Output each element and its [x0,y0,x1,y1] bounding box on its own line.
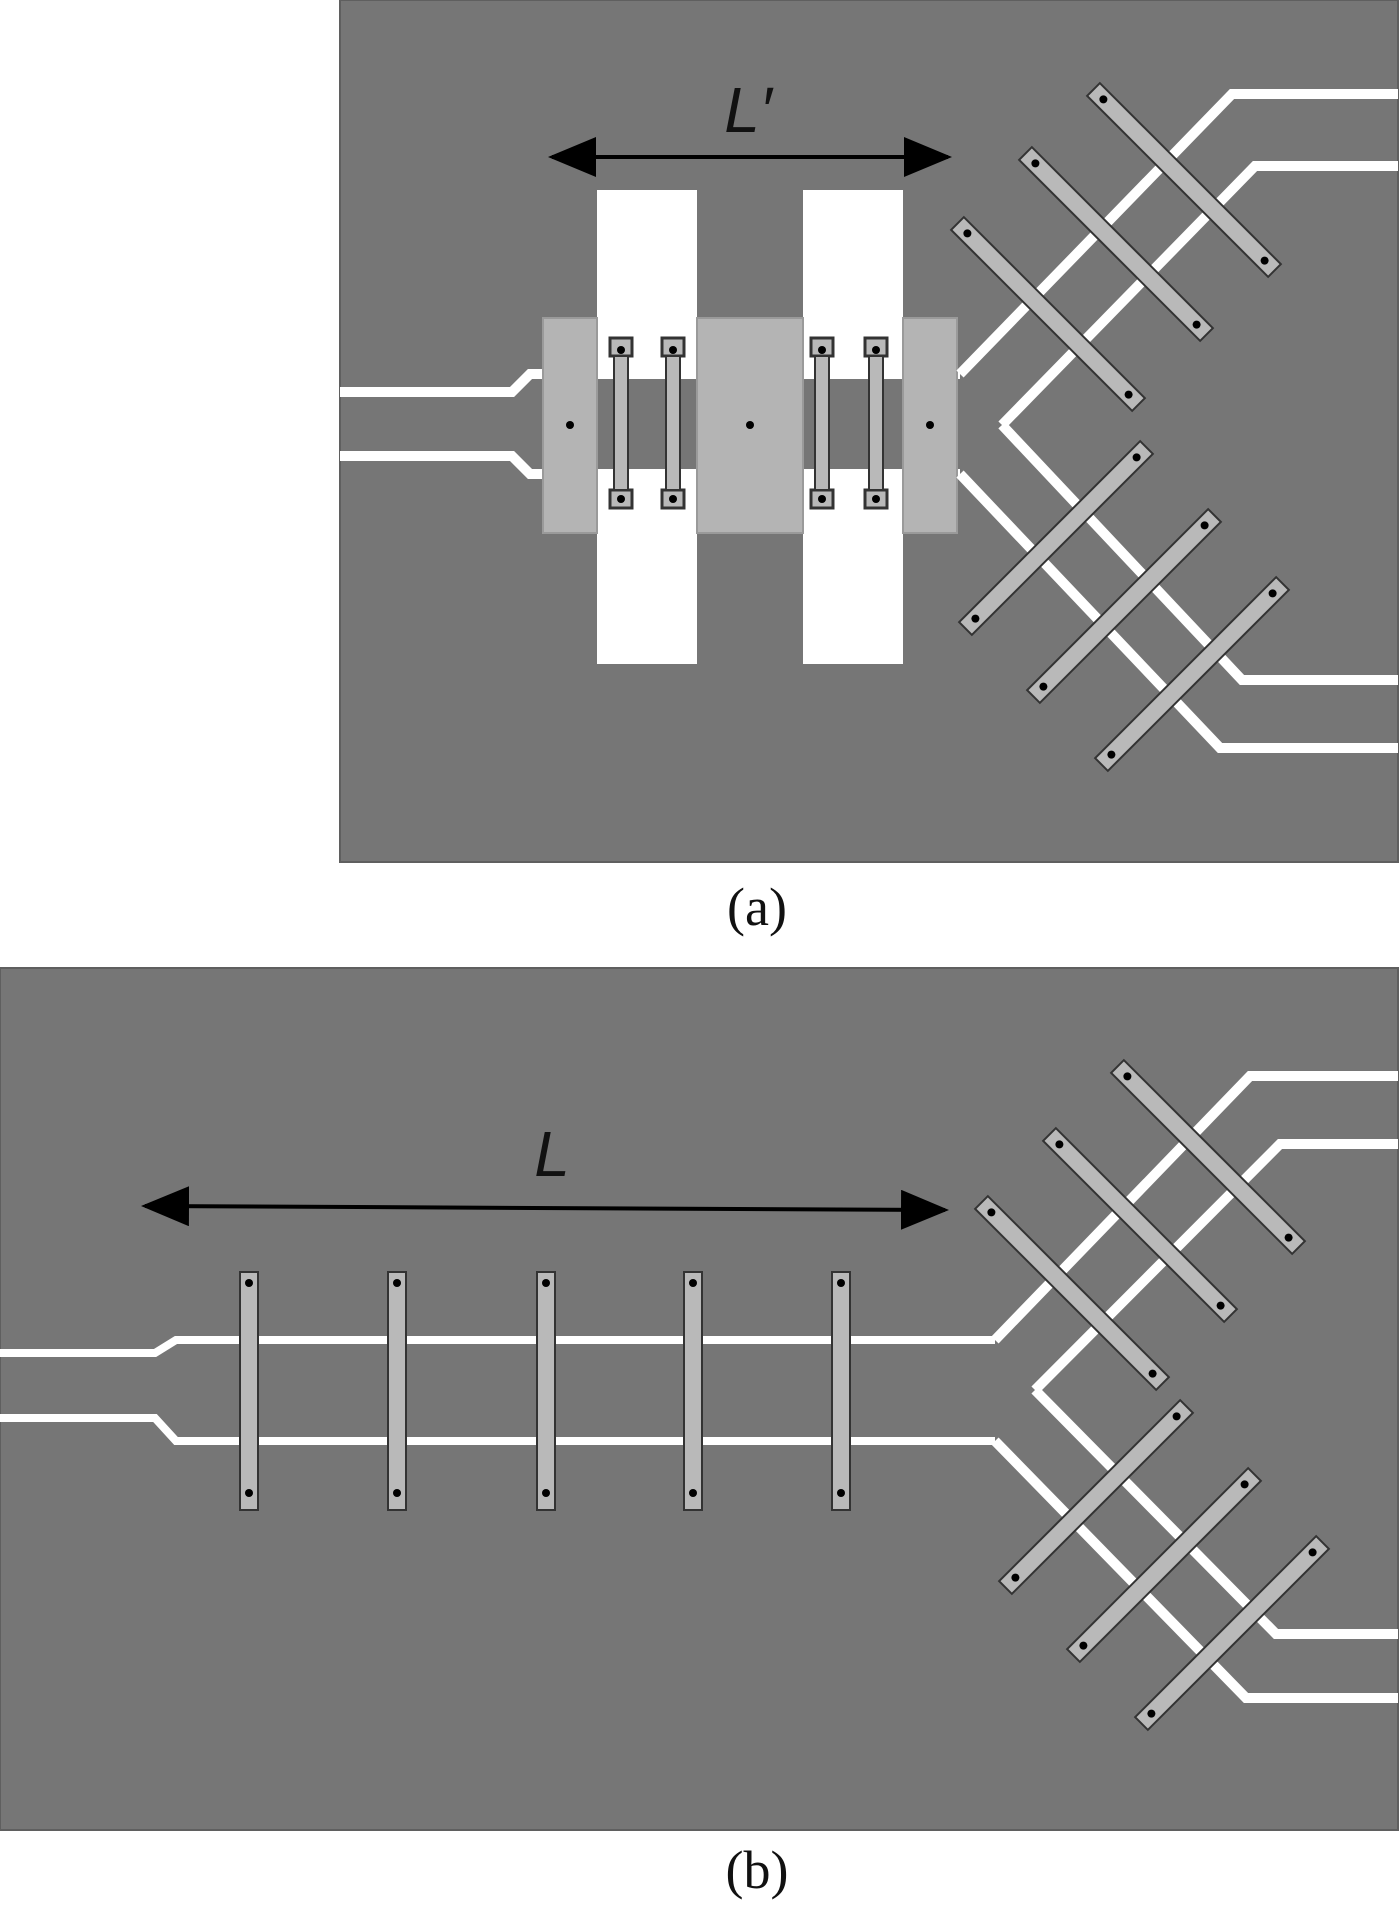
panel-a-cross-bridges-lower [957,439,1291,773]
panel-b-bridge-1 [239,1271,259,1511]
panel-b-output-trace-1 [991,1071,1398,1344]
panel-a-via-right [926,421,934,429]
panel-b-trace-top [0,1336,995,1357]
panel-a-bridge-4 [863,336,889,510]
panel-a-bridge-1 [608,336,634,510]
panel-a-output-trace-4 [956,470,1398,753]
panel-b-cross-bridges-lower [997,1398,1331,1732]
panel-b: L [0,967,1399,1831]
panel-b-output-trace-2 [1031,1139,1398,1394]
panel-b-cross-bridges-upper [973,1058,1307,1392]
panel-b-bridge-5 [831,1271,851,1511]
panel-b-bridge-4 [683,1271,703,1511]
panel-a-input-trace-top [340,369,545,397]
panel-a-input-trace-bottom [340,451,545,479]
panel-b-dimension-arrow [141,1186,949,1230]
panel-a-bridge-2 [660,336,686,510]
panel-a: L′ [339,0,1399,863]
panel-a-dimension-label: L′ [724,74,774,146]
panel-a-via-center [746,421,754,429]
panel-b-bridge-2 [387,1271,407,1511]
panel-a-cross-bridges-upper [949,81,1283,413]
panel-b-bridge-3 [536,1271,556,1511]
panel-a-caption: (a) [727,877,787,937]
panel-a-via-left [566,421,574,429]
panel-a-output-trace-1 [956,89,1398,378]
panel-b-trace-bottom [0,1414,995,1445]
panel-a-bridge-3 [809,336,835,510]
panel-b-dimension-label: L [534,1118,570,1190]
panel-b-caption: (b) [726,1840,789,1900]
